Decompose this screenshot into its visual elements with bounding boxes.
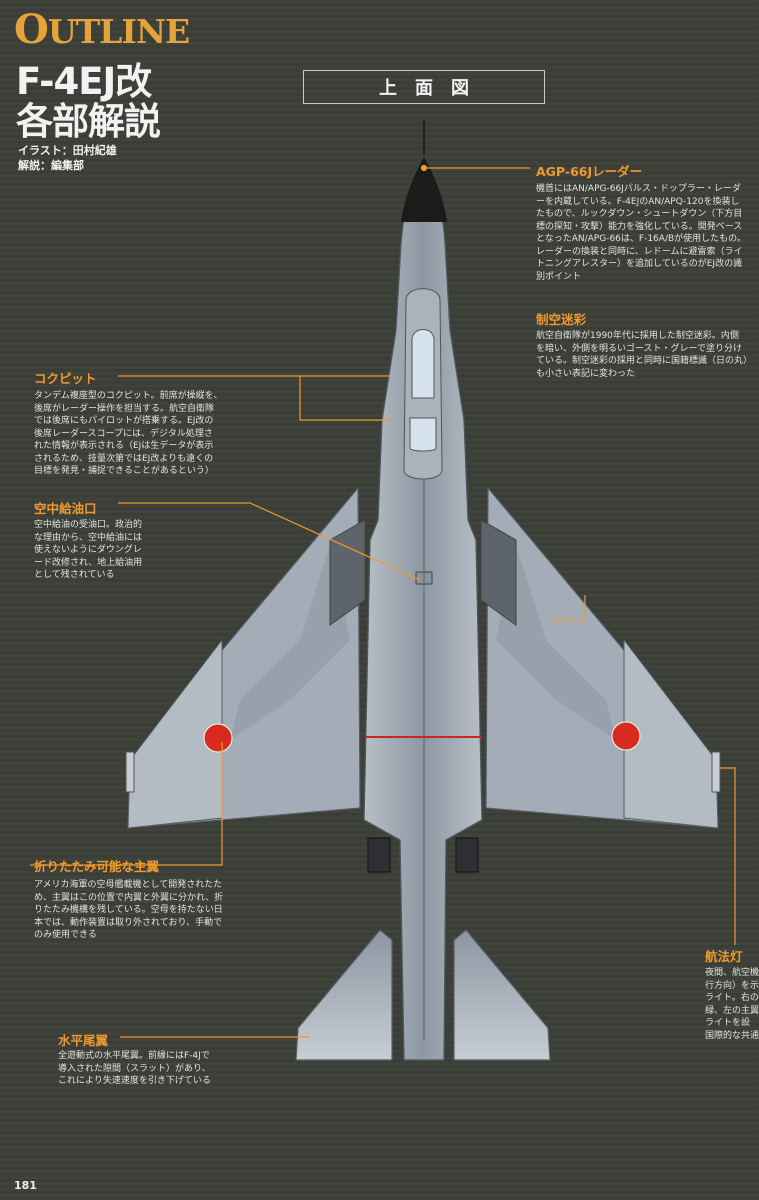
left-nozzle (367, 837, 391, 873)
text-credit: 解説：編集部 (18, 159, 84, 172)
radome (401, 156, 447, 222)
left-navlight (125, 751, 135, 793)
wing-description: アメリカ海軍の空母艦載機として開発されたた め、主翼はこの位置で内翼と外翼に分か… (34, 880, 224, 940)
leader-lines (30, 164, 736, 1038)
left-roundel (203, 723, 233, 753)
navlight-label: 航法灯 (705, 949, 743, 964)
illustration-credit: イラスト：田村紀雄 (18, 144, 117, 157)
left-intake (329, 519, 366, 626)
right-intake (480, 519, 517, 626)
cockpit-description: タンデム複座型のコクピット。前席が操縦を、 後席がレーダー操作を担当する。航空自… (34, 391, 223, 476)
wing-label: 折りたたみ可能な主翼 (34, 859, 160, 874)
radar-description: 機首にはAN/APG-66Jパルス・ドップラー・レーダ ーを内蔵している。F-4… (536, 184, 747, 282)
navlight-description: 夜間、航空機の 行方向）を示 ライト。右の 緑、左の主翼 ライトを設 国際的な共… (705, 968, 759, 1041)
refuel-description: 空中給油の受油口。政治的 な理由から、空中給油には 使えないようにダウングレ ー… (34, 520, 143, 580)
right-nozzle (455, 837, 479, 873)
front-canopy (411, 329, 435, 399)
stabilator-label: 水平尾翼 (58, 1033, 109, 1048)
page-number: 181 (14, 1179, 37, 1192)
cockpit-label: コクピット (34, 371, 97, 386)
radar-label: AGP-66Jレーダー (536, 164, 643, 179)
right-stabilator (453, 929, 551, 1061)
right-navlight (711, 751, 721, 793)
view-label-box: 上面図 (303, 70, 545, 104)
left-stabilator (295, 929, 393, 1061)
page-title: F-4EJ改 各部解説 (16, 60, 161, 143)
section-title: OUTLINE (14, 6, 190, 53)
camouflage-label: 制空迷彩 (536, 312, 587, 327)
stabilator-description: 全遊動式の水平尾翼。前縁にはF-4Jで 導入された隙間（スラット）があり、 これ… (58, 1051, 211, 1086)
right-outer-wing (623, 638, 719, 829)
rear-canopy (409, 417, 437, 452)
camouflage-description: 航空自衛隊が1990年代に採用した制空迷彩。内側 を暗い、外側を明るいゴースト・… (536, 331, 753, 379)
right-roundel (611, 721, 641, 751)
refuel-label: 空中給油口 (34, 501, 97, 516)
